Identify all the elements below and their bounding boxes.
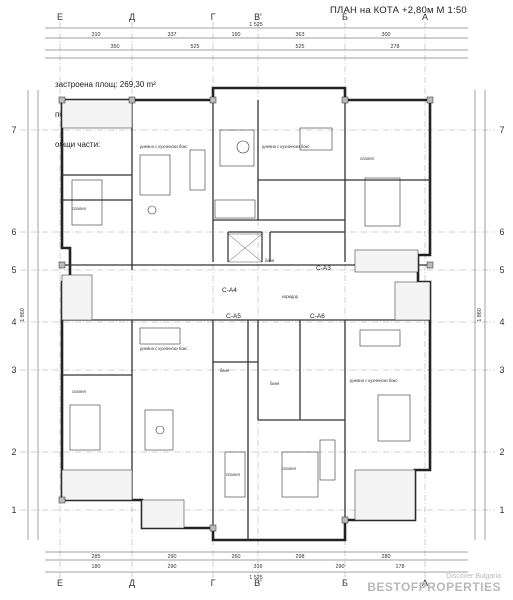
axis-col-d-top: Д <box>129 12 135 22</box>
axis-row-7-right: 7 <box>499 125 504 135</box>
dim-top2-2: 525 <box>191 44 200 50</box>
dim-top-2: 337 <box>168 32 177 38</box>
dimension-texts: 1 525 310 337 190 363 300 350 525 525 27… <box>20 22 483 581</box>
dim-bottom2-1: 180 <box>92 564 101 570</box>
room-label-living-2: дневна с кухненски бокс <box>262 144 310 149</box>
dim-top2-1: 350 <box>111 44 120 50</box>
axis-labels-bottom: Е Д Г В' Б А <box>57 578 428 588</box>
axis-col-b-bottom: Б <box>342 578 348 588</box>
columns-pillars <box>58 96 434 532</box>
axis-row-5-right: 5 <box>499 265 504 275</box>
axis-row-2-left: 2 <box>11 447 16 457</box>
stairwell <box>227 233 263 263</box>
axis-row-3-left: 3 <box>11 365 16 375</box>
common-area-label: общи части: <box>55 140 101 149</box>
dim-right-total: 1 860 <box>477 308 483 322</box>
watermark-line-2: BESTOFPROPERTIES <box>367 580 501 594</box>
axis-col-a-bottom: А <box>422 578 428 588</box>
dim-top-1: 310 <box>92 32 101 38</box>
dim-top2-4: 278 <box>391 44 400 50</box>
room-label-bath-2: баня <box>220 368 229 373</box>
axis-row-5-left: 5 <box>11 265 16 275</box>
section-tags: С-А4 С-А3 С-А5 С-А6 <box>222 265 331 320</box>
axis-labels-right: 7 6 5 4 3 2 1 <box>499 125 504 515</box>
axis-col-a-top: А <box>422 12 428 22</box>
room-label-bedroom-4: спалня <box>282 466 296 471</box>
room-label-bath-1: баня <box>265 258 274 263</box>
watermark: Discover Bulgaria BESTOFPROPERTIES <box>367 573 501 594</box>
dim-bottom2-4: 290 <box>336 564 345 570</box>
dim-bottom2-2: 290 <box>168 564 177 570</box>
axis-row-1-left: 1 <box>11 505 16 515</box>
tag-s-a5: С-А5 <box>226 313 241 320</box>
axis-col-g-bottom: Г <box>211 578 216 588</box>
axis-col-b-top: Б <box>342 12 348 22</box>
room-labels: дневна с кухненски бокс дневна с кухненс… <box>72 144 398 477</box>
dim-top-total: 1 525 <box>249 22 263 28</box>
axis-col-d-bottom: Д <box>129 578 135 588</box>
dim-top-3: 190 <box>232 32 241 38</box>
room-label-living-3: дневна с кухненски бокс <box>140 346 188 351</box>
dimension-lines <box>27 27 486 573</box>
dim-bottom2-5: 178 <box>396 564 405 570</box>
dim-top-5: 300 <box>382 32 391 38</box>
built-area-line: застроена площ: 269,30 m² <box>55 80 156 90</box>
dim-bottom-2: 290 <box>168 554 177 560</box>
dim-left-total: 1 860 <box>20 308 26 322</box>
axis-row-3-right: 3 <box>499 365 504 375</box>
axis-row-1-right: 1 <box>499 505 504 515</box>
dim-bottom-5: 280 <box>382 554 391 560</box>
axis-row-7-left: 7 <box>11 125 16 135</box>
room-label-bedroom-3: спалня <box>72 389 86 394</box>
axis-row-2-right: 2 <box>499 447 504 457</box>
room-label-bath-3: баня <box>270 381 279 386</box>
tag-s-a4: С-А4 <box>222 287 237 294</box>
balconies <box>61 99 431 529</box>
room-label-bedroom-1: спалня <box>360 156 374 161</box>
room-label-living-1: дневна с кухненски бокс <box>140 144 188 149</box>
axis-col-v-top: В' <box>254 12 262 22</box>
dim-bottom-4: 298 <box>296 554 305 560</box>
watermark-line-1: Discover Bulgaria <box>446 573 501 580</box>
furniture <box>69 127 411 498</box>
room-label-bedroom-5: спалня <box>226 472 240 477</box>
room-label-bedroom-2: спалня <box>72 206 86 211</box>
dim-bottom-3: 260 <box>232 554 241 560</box>
dim-bottom-total: 1 525 <box>249 575 263 581</box>
tag-s-a6: С-А6 <box>310 313 325 320</box>
axis-col-e-top: Е <box>57 12 63 22</box>
plan-title: ПЛАН на КОТА +2,80м М 1:50 <box>330 5 467 16</box>
inner-walls <box>62 100 430 540</box>
axis-col-g-top: Г <box>211 12 216 22</box>
axis-row-6-left: 6 <box>11 227 16 237</box>
dim-bottom2-3: 316 <box>254 564 263 570</box>
axis-labels-top: Е Д Г В' Б А <box>57 12 428 22</box>
axis-row-6-right: 6 <box>499 227 504 237</box>
room-label-corridor: коридор <box>282 294 299 299</box>
axis-col-v-bottom: В' <box>254 578 262 588</box>
axis-labels-left: 7 6 5 4 3 2 1 <box>11 125 16 515</box>
tag-s-a3: С-А3 <box>316 265 331 272</box>
axis-row-4-left: 4 <box>11 317 16 327</box>
axis-col-e-bottom: Е <box>57 578 63 588</box>
axis-row-4-right: 4 <box>499 317 504 327</box>
dim-bottom-1: 285 <box>92 554 101 560</box>
built-area-label: застроена площ: <box>55 80 118 89</box>
dim-top-4: 363 <box>296 32 305 38</box>
dim-top2-3: 525 <box>296 44 305 50</box>
room-label-living-4: дневна с кухненски бокс <box>350 378 398 383</box>
built-area-value: 269,30 m² <box>119 80 156 89</box>
